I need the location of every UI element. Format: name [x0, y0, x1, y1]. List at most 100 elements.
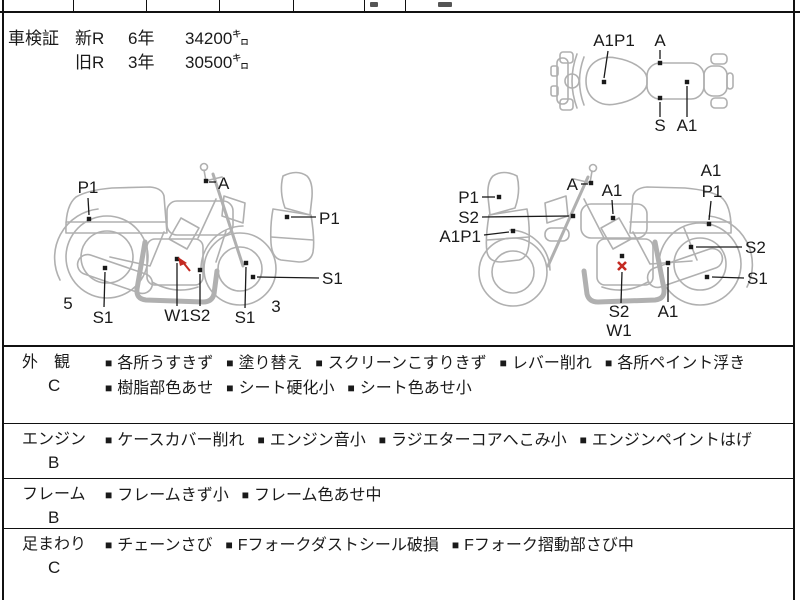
condition-items: ■チェーンさび ■Fフォークダストシール破損 ■Fフォーク摺動部さび中	[104, 529, 793, 600]
condition-item: ■シート色あせ小	[347, 380, 472, 397]
callout-dot	[657, 60, 663, 66]
callout-dot	[619, 253, 625, 259]
callout-dot	[588, 180, 594, 186]
callout-dot	[197, 267, 203, 273]
callout-dot	[704, 274, 710, 280]
damage-code-label: A1P1	[593, 31, 635, 50]
damage-code-label: A	[654, 31, 666, 50]
callout-dot	[684, 79, 690, 85]
damage-code-label: S1	[235, 308, 256, 327]
bullet-icon: ■	[105, 538, 113, 552]
condition-item: ■レバー削れ	[499, 355, 592, 372]
damage-code-label: S2	[458, 208, 479, 227]
callout-dot	[610, 215, 616, 221]
condition-item: ■Fフォーク摺動部さび中	[451, 537, 634, 554]
section-label: フレーム	[22, 486, 86, 503]
callout-dot	[243, 260, 249, 266]
damage-code-label: A1	[658, 302, 679, 321]
damage-code-label: S2	[190, 306, 211, 325]
damage-code-label: W1	[606, 321, 632, 340]
section-label: 外 観	[22, 354, 71, 371]
damage-code-label: 3	[271, 297, 280, 316]
divider	[146, 0, 147, 11]
callout-dot	[174, 256, 180, 262]
bullet-icon: ■	[105, 356, 113, 370]
callout-dot	[570, 213, 576, 219]
condition-item: ■チェーンさび	[105, 537, 213, 554]
damage-code-label: A1	[602, 181, 623, 200]
bullet-icon: ■	[226, 381, 234, 395]
red-arrow-mark	[178, 257, 187, 266]
shaken-era: 新R	[75, 29, 105, 48]
callout-line	[620, 271, 623, 304]
damage-code-label: S1	[93, 308, 114, 327]
bullet-icon: ■	[378, 433, 386, 447]
callout-line	[711, 276, 745, 279]
clipped-text-fragment	[438, 2, 452, 7]
divider	[219, 0, 220, 11]
damage-code-label: P1	[458, 188, 479, 207]
damage-code-label: S1	[747, 269, 768, 288]
callout-dot	[665, 260, 671, 266]
callout-dot	[688, 244, 694, 250]
damage-code-label: S	[654, 116, 665, 135]
callout-line	[611, 199, 614, 215]
condition-item: ■樹脂部色あせ	[105, 380, 214, 397]
callout-dot	[284, 214, 290, 220]
shaken-km: 34200㌔	[185, 29, 250, 48]
table-header-fragment	[0, 0, 800, 13]
condition-row: 足まわり C ■チェーンさび ■Fフォークダストシール破損 ■Fフォーク摺動部さび中	[4, 529, 795, 600]
callout-line	[483, 231, 510, 236]
right-side-diagram	[478, 163, 754, 307]
condition-item: ■ケースカバー削れ	[105, 432, 245, 449]
bullet-icon: ■	[579, 433, 587, 447]
section-grade: C	[48, 558, 61, 577]
shaken-era: 旧R	[75, 53, 105, 72]
damage-code-label: S2	[609, 302, 630, 321]
damage-code-label: P1	[78, 178, 99, 197]
condition-item: ■フレーム色あせ中	[241, 487, 382, 504]
damage-code-label: P1	[702, 182, 723, 201]
condition-item: ■各所うすきず	[105, 355, 214, 372]
damage-code-label: S2	[745, 238, 766, 257]
bullet-icon: ■	[604, 356, 613, 370]
condition-item: ■ラジエターコアへこみ小	[378, 432, 567, 449]
left-side-diagram	[53, 162, 315, 306]
condition-item: ■シート硬化小	[226, 380, 335, 397]
shaken-km: 30500㌔	[185, 53, 250, 72]
shaken-row: 旧R 3年 30500㌔	[75, 51, 249, 75]
section-label: 足まわり	[22, 536, 87, 553]
damage-code-label: W1	[164, 306, 190, 325]
callout-line	[244, 266, 247, 309]
bullet-icon: ■	[105, 433, 113, 447]
bullet-icon: ■	[241, 488, 250, 502]
callout-line	[256, 276, 320, 279]
divider	[364, 0, 365, 11]
shaken-years: 3年	[128, 53, 155, 72]
divider	[293, 0, 294, 11]
bullet-icon: ■	[105, 488, 113, 502]
damage-code-label: A1	[677, 116, 698, 135]
callout-dot	[657, 95, 663, 101]
condition-item: ■Fフォークダストシール破損	[225, 537, 439, 554]
damage-code-label: A	[567, 175, 579, 194]
bullet-icon: ■	[226, 356, 234, 370]
divider	[405, 0, 406, 11]
bullet-icon: ■	[257, 433, 265, 447]
section-grade: B	[48, 508, 60, 527]
callout-dot	[496, 194, 502, 200]
bullet-icon: ■	[347, 381, 355, 395]
left-border	[2, 0, 4, 600]
callout-line	[103, 271, 106, 308]
condition-items: ■フレームきず小■フレーム色あせ中	[104, 479, 793, 528]
callout-dot	[601, 79, 607, 85]
red-arrow-mark	[181, 260, 191, 272]
condition-item: ■エンジン音小	[257, 432, 366, 449]
callout-dot	[86, 216, 92, 222]
shaken-label: 車検証	[8, 29, 59, 48]
